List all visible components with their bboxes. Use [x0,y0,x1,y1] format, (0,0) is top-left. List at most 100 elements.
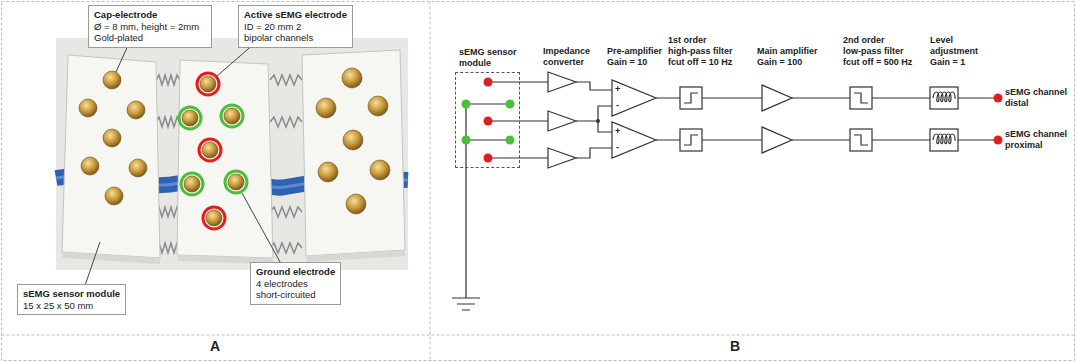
spring [270,117,302,127]
callout-body: 4 electrodes short-circuited [256,278,322,301]
cap-electrode [318,162,338,182]
cap-electrode [182,110,198,126]
figure-art [316,68,390,214]
main-amplifier [762,85,792,111]
figure-art [79,71,147,205]
gain-label: Gain = 10 [607,57,647,68]
ground-ring [221,105,243,127]
panel-divider [430,2,431,361]
block-label: 1st order [668,35,707,46]
cap-electrode [184,176,200,192]
input-sign: - [616,100,619,111]
callout-heading: sEMG sensor module [23,288,120,300]
sensor-block [62,55,160,258]
cap-electrode [370,160,390,180]
block-label: Level adjustment [930,35,990,57]
high-pass-symbol [684,93,698,103]
callout-body: 15 x 25 x 50 mm [23,300,120,312]
high-pass-filter [680,87,702,109]
callout-body: ID = 20 mm 2 bipolar channels [244,21,327,44]
ground-electrode-dot [506,136,515,145]
callout-body: Ø = 8 mm, height = 2mm Gold-plated [94,21,206,44]
block-side [62,252,160,264]
high-pass-symbol [684,135,698,145]
sensor-module-box: sEMG sensor module [455,72,520,168]
level-adjustment [930,87,958,109]
panel-divider [2,335,1075,336]
cutoff-label: fcut off = 10 Hz [668,57,732,68]
cap-electrode [202,142,218,158]
pre-amplifier [612,80,656,116]
figure-art [462,78,1003,163]
signal-wire [656,98,762,140]
block-label: high-pass filter [668,46,733,57]
figure-art [452,82,994,310]
high-pass-filter [680,129,702,151]
cap-electrode [316,98,336,118]
active-ring [197,73,219,95]
spring [270,75,302,85]
figure-art [182,76,244,226]
cap-electrode [228,174,244,190]
cap-electrode [127,101,145,119]
cutoff-label: fcut off = 500 Hz [843,57,912,68]
block-label: Main amplifier [757,46,818,57]
low-pass-filter [850,129,872,151]
callout-box: Cap-electrodeØ = 8 mm, height = 2mm Gold… [88,5,212,48]
impedance-converter [548,72,576,92]
active-electrode-dot [484,117,493,126]
ground-ring [225,171,247,193]
cap-electrode [103,129,121,147]
ground-ring [181,173,203,195]
block-label: 2nd order [843,35,885,46]
callout-box: Active sEMG electrodeID = 20 mm 2 bipola… [238,5,353,48]
block-label: Pre-amplifier [607,46,662,57]
output-dot [994,94,1003,103]
ground-ring [179,107,201,129]
cap-electrode [79,99,97,117]
spring [156,117,180,127]
ground-electrode-dot [462,136,471,145]
figure-art [684,92,956,145]
output-dot [994,136,1003,145]
cap-electrode [105,187,123,205]
block-side [306,250,405,262]
signal-wire [576,148,612,158]
block-label: low-pass filter [843,46,904,57]
low-pass-symbol [854,135,868,145]
cap-electrode [368,96,388,116]
cap-electrode [342,68,362,88]
active-electrode-dot [484,154,493,163]
output-label: sEMG channel distal [1005,87,1071,109]
spring [156,75,180,85]
cap-electrode [343,130,363,150]
callout-heading: Cap-electrode [94,9,206,21]
input-sign: + [615,84,620,95]
coil-symbol [933,134,956,144]
signal-wire [576,106,612,132]
cap-electrode [224,108,240,124]
cap-electrode [200,76,216,92]
figure-art [80,30,290,300]
cap-electrode [103,71,121,89]
spring [270,207,302,217]
coil-symbol [933,92,956,102]
callout-heading: Active sEMG electrode [244,9,347,21]
low-pass-filter [850,87,872,109]
photo-background [56,38,408,270]
ground-electrode-dot [506,100,515,109]
sensor-block [177,60,273,258]
ground-symbol [452,298,480,310]
signal-wire [492,82,548,158]
signal-wire [792,98,994,140]
block-label: Impedance converter [543,46,595,68]
signal-wire [576,82,612,90]
input-sign: - [616,142,619,153]
input-sign: + [615,126,620,137]
impedance-converter [548,148,576,168]
level-adjustment [930,129,958,151]
active-ring [199,139,221,161]
impedance-converter [548,111,576,131]
